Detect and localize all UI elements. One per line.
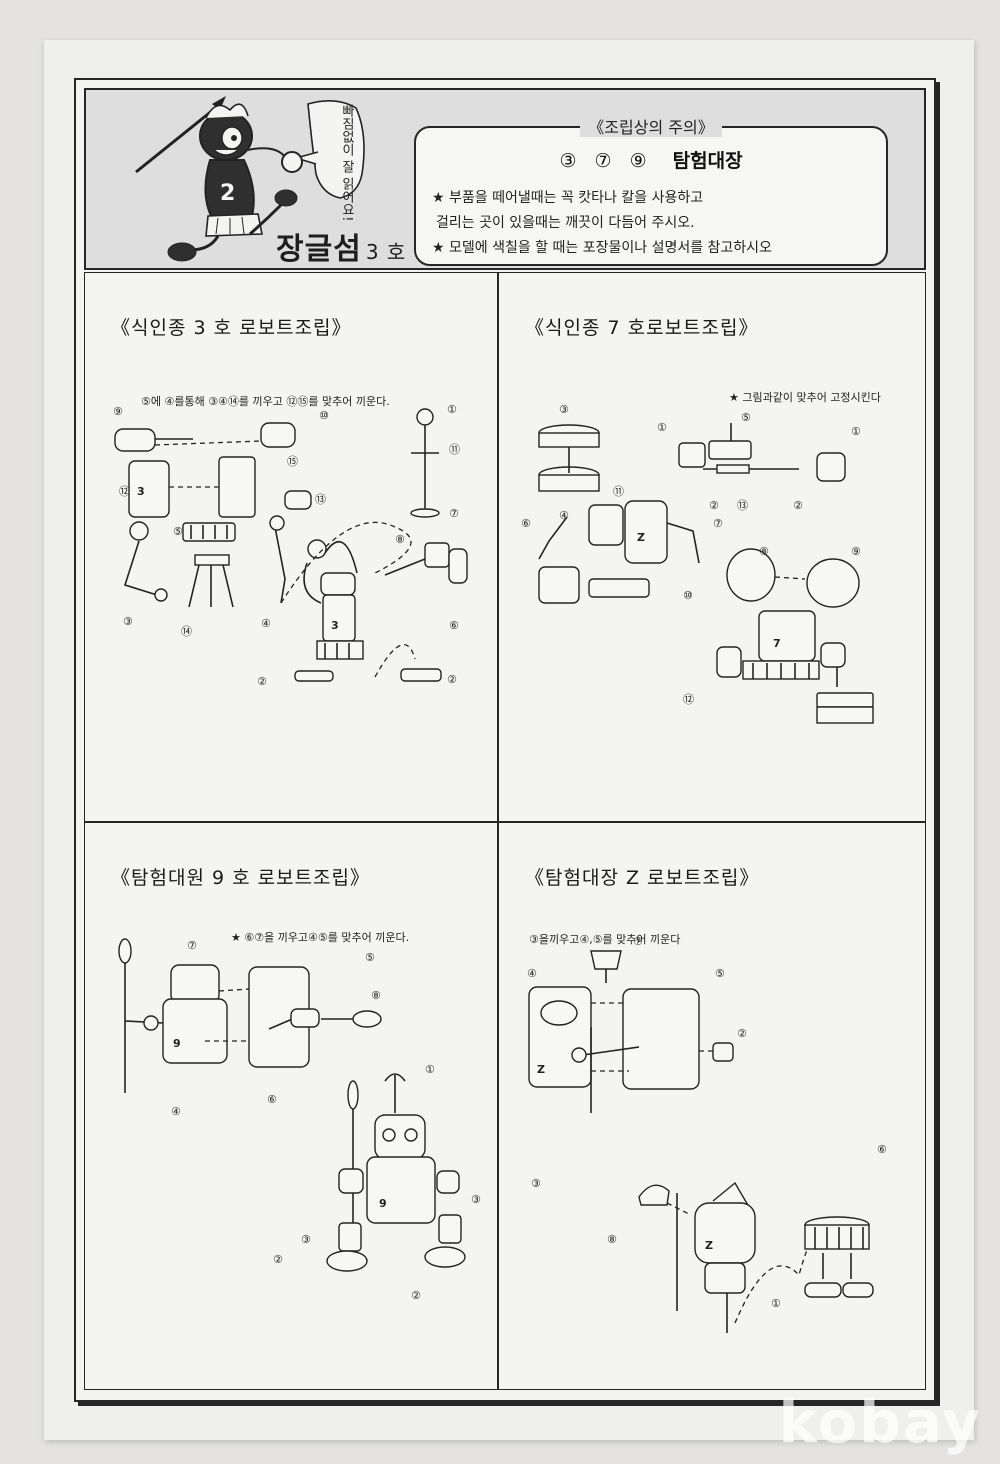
svg-text:③: ③: [471, 1193, 481, 1206]
svg-text:③: ③: [531, 1177, 541, 1190]
assembly-diagram: Z 7: [521, 403, 874, 724]
svg-text:⑧: ⑧: [607, 1233, 617, 1246]
svg-text:③: ③: [559, 403, 569, 416]
svg-text:⑦: ⑦: [713, 517, 723, 530]
svg-text:Z: Z: [705, 1239, 713, 1252]
panel-robot-z: 《탐험대장 Z 로보트조립》 ③을끼우고④,⑤를 맞추어 끼운다 Z: [498, 822, 926, 1390]
svg-text:⑪: ⑪: [613, 485, 624, 498]
assembly-diagram: Z Z: [527, 935, 887, 1333]
svg-text:②: ②: [411, 1289, 421, 1302]
svg-text:②: ②: [447, 673, 457, 686]
notice-title: ③ ⑦ ⑨ 탐험대장: [416, 146, 886, 173]
notice-lines: ★ 부품을 떼어낼때는 꼭 캇타나 칼을 사용하고 걸리는 곳이 있을때는 깨끗…: [432, 186, 876, 261]
svg-text:9: 9: [379, 1197, 387, 1210]
svg-text:⑤: ⑤: [715, 967, 725, 980]
svg-text:⑦: ⑦: [449, 507, 459, 520]
svg-text:⑧: ⑧: [395, 533, 405, 546]
svg-text:⑬: ⑬: [315, 493, 326, 506]
mascot-speech-text: 빠짐없이 잘 읽어요!: [339, 104, 354, 222]
svg-text:⑧: ⑧: [371, 989, 381, 1002]
svg-text:2: 2: [220, 181, 235, 206]
svg-text:⑧: ⑧: [759, 545, 769, 558]
svg-text:⑥: ⑥: [877, 1143, 887, 1156]
notice-header-text: 《조립상의 주의》: [580, 118, 722, 137]
svg-text:⑬: ⑬: [737, 499, 748, 512]
svg-text:①: ①: [771, 1297, 781, 1310]
svg-text:⑤: ⑤: [365, 951, 375, 964]
panel-robot-7: 《식인종 7 호로보트조립》 ★ 그림과같이 맞추어 고정시킨다: [498, 272, 926, 822]
svg-text:⑩: ⑩: [319, 409, 329, 422]
svg-text:7: 7: [773, 637, 781, 650]
notice-title-text: 탐험대장: [672, 150, 743, 172]
svg-text:Z: Z: [637, 531, 645, 544]
svg-text:⑪: ⑪: [449, 443, 460, 456]
svg-text:⑨: ⑨: [851, 545, 861, 558]
assembly-panels-grid: 《식인종 3 호 로보트조립》 ⑤에 ④를통해 ③④⑭를 끼우고 ⑫⑮를 맞추어…: [84, 272, 926, 1390]
mascot-title-text: 장글섬: [276, 232, 362, 267]
svg-text:①: ①: [657, 421, 667, 434]
panel-title: 《탐험대장 Z 로보트조립》: [525, 867, 760, 889]
svg-text:④: ④: [261, 617, 271, 630]
svg-text:⑥: ⑥: [449, 619, 459, 632]
assembly-diagram: 9: [118, 938, 481, 1302]
svg-text:⑨: ⑨: [113, 405, 123, 418]
svg-text:④: ④: [171, 1105, 181, 1118]
panel-robot-9: 《탐험대원 9 호 로보트조립》 ★ ⑥⑦을 끼우고④⑤를 맞추어 끼운다. 9: [84, 822, 498, 1390]
svg-text:①: ①: [447, 403, 457, 416]
svg-text:①: ①: [425, 1063, 435, 1076]
svg-text:⑮: ⑮: [287, 455, 298, 468]
panel-instruction: ★ ⑥⑦을 끼우고④⑤를 맞추어 끼운다.: [231, 931, 410, 944]
svg-text:②: ②: [737, 1027, 747, 1040]
panel-instruction: ③을끼우고④,⑤를 맞추어 끼운다: [529, 933, 681, 946]
svg-text:⑥: ⑥: [267, 1093, 277, 1106]
svg-text:③: ③: [123, 615, 133, 628]
svg-text:⑫: ⑫: [683, 693, 694, 706]
svg-text:Z: Z: [537, 1063, 545, 1076]
mascot-illustration: 2: [135, 96, 365, 262]
panel-title: 《식인종 7 호로보트조립》: [525, 317, 759, 339]
svg-text:①: ①: [851, 425, 861, 438]
notice-line-1: ★ 부품을 떼어낼때는 꼭 캇타나 칼을 사용하고: [432, 190, 704, 206]
svg-text:3: 3: [331, 619, 339, 632]
svg-text:②: ②: [257, 675, 267, 688]
notice-header: 《조립상의 주의》: [416, 114, 886, 138]
mascot-number: 3 호: [365, 240, 407, 264]
svg-text:⑤: ⑤: [173, 525, 183, 538]
panel-title: 《식인종 3 호 로보트조립》: [111, 317, 352, 339]
notice-numbers: ③ ⑦ ⑨: [559, 150, 653, 172]
watermark: kobay: [778, 1388, 982, 1456]
notice-line-3: ★ 모델에 색칠을 할 때는 포장물이나 설명서를 참고하시오: [432, 240, 772, 256]
panel-title: 《탐험대원 9 호 로보트조립》: [111, 867, 371, 889]
svg-text:⑦: ⑦: [633, 935, 643, 948]
svg-text:9: 9: [173, 1037, 181, 1050]
svg-text:②: ②: [709, 499, 719, 512]
panel-instruction: ⑤에 ④를통해 ③④⑭를 끼우고 ⑫⑮를 맞추어 끼운다.: [141, 395, 390, 408]
svg-text:③: ③: [301, 1233, 311, 1246]
svg-text:④: ④: [527, 967, 537, 980]
panel-robot-3: 《식인종 3 호 로보트조립》 ⑤에 ④를통해 ③④⑭를 끼우고 ⑫⑮를 맞추어…: [84, 272, 498, 822]
svg-text:3: 3: [137, 485, 145, 498]
svg-text:④: ④: [559, 509, 569, 522]
assembly-notice-box: 《조립상의 주의》 ③ ⑦ ⑨ 탐험대장 ★ 부품을 떼어낼때는 꼭 캇타나 칼을…: [414, 118, 888, 266]
svg-text:⑤: ⑤: [741, 411, 751, 424]
svg-text:⑫: ⑫: [119, 485, 130, 498]
svg-text:⑭: ⑭: [181, 625, 192, 638]
assembly-diagram: 3: [113, 403, 468, 688]
svg-text:⑦: ⑦: [187, 939, 197, 952]
svg-text:②: ②: [273, 1253, 283, 1266]
svg-text:⑩: ⑩: [683, 589, 693, 602]
svg-text:②: ②: [793, 499, 803, 512]
panel-instruction: ★ 그림과같이 맞추어 고정시킨다: [729, 391, 881, 404]
notice-line-2: 걸리는 곳이 있을때는 깨끗이 다듬어 주시오.: [436, 215, 695, 231]
svg-text:⑥: ⑥: [521, 517, 531, 530]
